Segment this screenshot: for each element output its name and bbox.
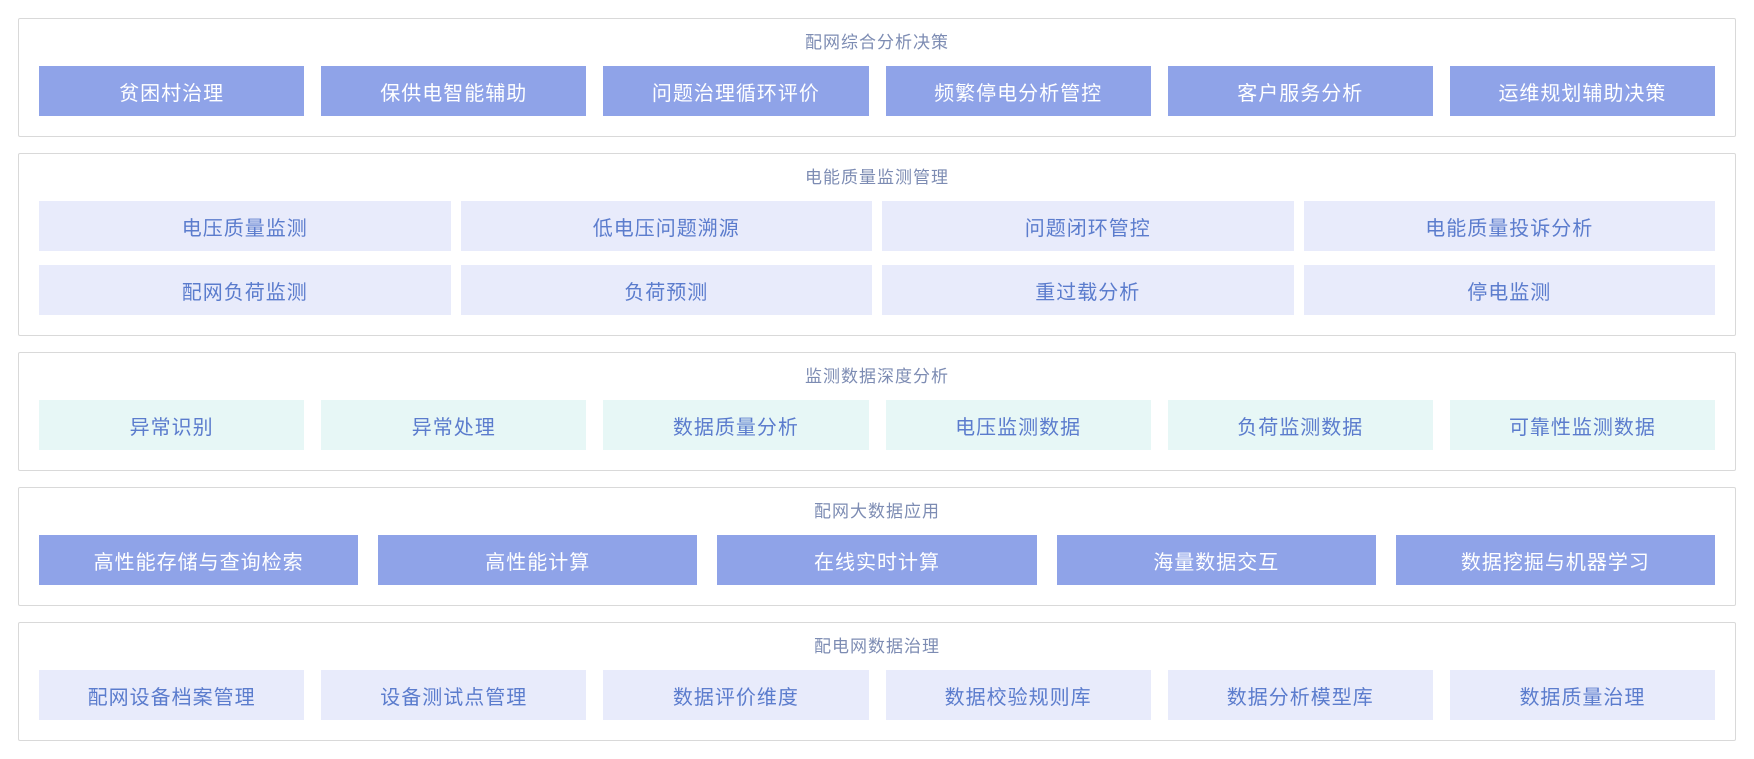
button-row: 电压质量监测低电压问题溯源问题闭环管控电能质量投诉分析	[39, 201, 1715, 251]
module-button[interactable]: 海量数据交互	[1056, 535, 1376, 585]
module-button[interactable]: 设备测试点管理	[321, 670, 587, 720]
module-button[interactable]: 重过载分析	[882, 265, 1294, 315]
module-button[interactable]: 配网负荷监测	[39, 265, 451, 315]
module-button[interactable]: 停电监测	[1303, 265, 1715, 315]
section-panel-monitoring-data-deep-analysis: 监测数据深度分析异常识别异常处理数据质量分析电压监测数据负荷监测数据可靠性监测数…	[18, 352, 1736, 471]
module-button[interactable]: 客户服务分析	[1167, 66, 1433, 116]
module-button[interactable]: 数据校验规则库	[885, 670, 1151, 720]
section-title: 监测数据深度分析	[805, 367, 949, 386]
module-button[interactable]: 异常识别	[39, 400, 305, 450]
module-button[interactable]: 异常处理	[321, 400, 587, 450]
section-panel-comprehensive-analysis-decision: 配网综合分析决策贫困村治理保供电智能辅助问题治理循环评价频繁停电分析管控客户服务…	[18, 18, 1736, 137]
module-button[interactable]: 电压质量监测	[39, 201, 451, 251]
module-button[interactable]: 数据评价维度	[603, 670, 869, 720]
module-button[interactable]: 电压监测数据	[885, 400, 1151, 450]
section-panel-power-quality-monitoring: 电能质量监测管理电压质量监测低电压问题溯源问题闭环管控电能质量投诉分析配网负荷监…	[18, 153, 1736, 336]
section-button-rows: 贫困村治理保供电智能辅助问题治理循环评价频繁停电分析管控客户服务分析运维规划辅助…	[39, 66, 1716, 116]
module-button[interactable]: 运维规划辅助决策	[1449, 66, 1716, 116]
module-button[interactable]: 配网设备档案管理	[39, 670, 305, 720]
section-title: 配网综合分析决策	[805, 33, 949, 52]
section-panel-distribution-big-data-application: 配网大数据应用高性能存储与查询检索高性能计算在线实时计算海量数据交互数据挖掘与机…	[18, 487, 1736, 606]
section-title: 电能质量监测管理	[805, 168, 949, 187]
module-button[interactable]: 在线实时计算	[717, 535, 1037, 585]
module-button[interactable]: 高性能存储与查询检索	[39, 535, 359, 585]
module-button[interactable]: 高性能计算	[378, 535, 698, 585]
module-button[interactable]: 问题闭环管控	[882, 201, 1294, 251]
module-button[interactable]: 负荷监测数据	[1167, 400, 1433, 450]
module-button[interactable]: 负荷预测	[460, 265, 872, 315]
module-button[interactable]: 数据质量分析	[603, 400, 869, 450]
module-button[interactable]: 问题治理循环评价	[603, 66, 869, 116]
module-button[interactable]: 贫困村治理	[39, 66, 305, 116]
module-button[interactable]: 保供电智能辅助	[321, 66, 587, 116]
module-button[interactable]: 数据挖掘与机器学习	[1395, 535, 1716, 585]
section-button-rows: 高性能存储与查询检索高性能计算在线实时计算海量数据交互数据挖掘与机器学习	[39, 535, 1716, 585]
module-button[interactable]: 低电压问题溯源	[460, 201, 872, 251]
module-button[interactable]: 数据分析模型库	[1167, 670, 1433, 720]
button-row: 贫困村治理保供电智能辅助问题治理循环评价频繁停电分析管控客户服务分析运维规划辅助…	[39, 66, 1716, 116]
button-row: 配网负荷监测负荷预测重过载分析停电监测	[39, 265, 1715, 315]
section-button-rows: 配网设备档案管理设备测试点管理数据评价维度数据校验规则库数据分析模型库数据质量治…	[39, 670, 1716, 720]
section-button-rows: 电压质量监测低电压问题溯源问题闭环管控电能质量投诉分析配网负荷监测负荷预测重过载…	[39, 201, 1715, 315]
section-title: 配网大数据应用	[814, 502, 940, 521]
section-panel-distribution-network-data-governance: 配电网数据治理配网设备档案管理设备测试点管理数据评价维度数据校验规则库数据分析模…	[18, 622, 1736, 741]
button-row: 异常识别异常处理数据质量分析电压监测数据负荷监测数据可靠性监测数据	[39, 400, 1716, 450]
button-row: 高性能存储与查询检索高性能计算在线实时计算海量数据交互数据挖掘与机器学习	[39, 535, 1716, 585]
module-button[interactable]: 可靠性监测数据	[1449, 400, 1716, 450]
module-button[interactable]: 电能质量投诉分析	[1303, 201, 1715, 251]
module-button[interactable]: 频繁停电分析管控	[885, 66, 1151, 116]
module-button[interactable]: 数据质量治理	[1449, 670, 1716, 720]
section-button-rows: 异常识别异常处理数据质量分析电压监测数据负荷监测数据可靠性监测数据	[39, 400, 1716, 450]
section-title: 配电网数据治理	[814, 637, 940, 656]
button-row: 配网设备档案管理设备测试点管理数据评价维度数据校验规则库数据分析模型库数据质量治…	[39, 670, 1716, 720]
